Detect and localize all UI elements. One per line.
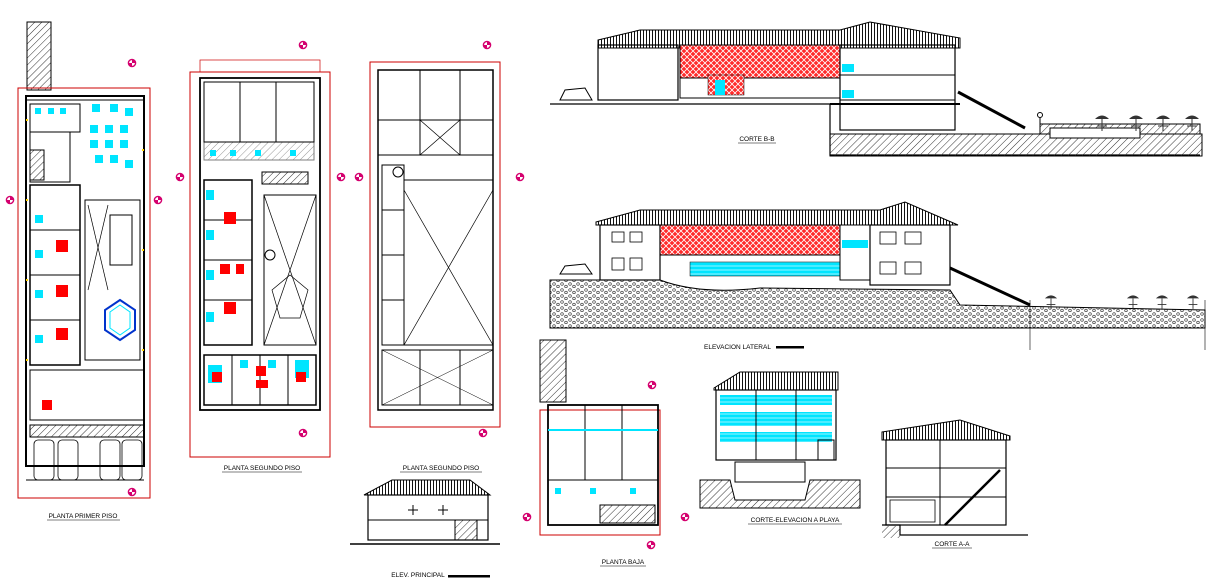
- planta-segundo-piso-1-drawing: [175, 40, 346, 458]
- level-marker-icon: [647, 380, 657, 390]
- label-planta-primer-piso: PLANTA PRIMER PISO: [49, 513, 118, 520]
- level-marker-icon: [522, 512, 532, 522]
- level-marker-icon: [298, 428, 308, 438]
- level-marker-icon: [127, 58, 137, 68]
- label-corte-elevacion-playa: CORTE-ELEVACION A PLAYA: [751, 517, 840, 524]
- planta-primer-piso-drawing: [5, 21, 163, 499]
- level-marker-icon: [175, 172, 185, 182]
- label-corte-bb: CORTE B-B: [739, 136, 774, 143]
- level-marker-icon: [478, 428, 488, 438]
- elevacion-lateral-drawing: [549, 201, 1206, 350]
- umbrella-icon: [1126, 294, 1140, 310]
- label-planta-baja: PLANTA BAJA: [602, 559, 645, 566]
- label-planta-segundo-piso-2: PLANTA SEGUNDO PISO: [403, 465, 479, 472]
- level-marker-icon: [298, 40, 308, 50]
- level-marker-icon: [5, 195, 15, 205]
- umbrella-icon: [1155, 294, 1169, 310]
- level-marker-icon: [680, 512, 690, 522]
- corte-aa-drawing: [881, 419, 1028, 538]
- level-marker-icon: [336, 172, 346, 182]
- label-corte-aa: CORTE A-A: [935, 541, 971, 548]
- corte-elevacion-playa-drawing: [699, 371, 861, 509]
- car-icon: [559, 87, 593, 101]
- label-elev-principal: ELEV. PRINCIPAL: [391, 572, 445, 579]
- label-planta-segundo-piso-1: PLANTA SEGUNDO PISO: [224, 465, 300, 472]
- level-marker-icon: [127, 487, 137, 497]
- level-marker-icon: [515, 172, 525, 182]
- umbrella-icon: [1186, 294, 1200, 310]
- level-marker-icon: [646, 540, 656, 550]
- drawing-titles: PLANTA PRIMER PISO PLANTA SEGUNDO PISO P…: [47, 136, 972, 579]
- planta-baja-drawing: [522, 339, 690, 550]
- level-marker-icon: [354, 172, 364, 182]
- level-marker-icon: [482, 40, 492, 50]
- label-elevacion-lateral: ELEVACION LATERAL: [704, 344, 771, 351]
- level-marker-icon: [153, 195, 163, 205]
- planta-segundo-piso-2-drawing: [354, 40, 525, 438]
- elev-principal-drawing: [350, 479, 500, 545]
- corte-bb-drawing: [550, 21, 1203, 157]
- person-icon: [1037, 112, 1043, 128]
- car-icon: [559, 263, 593, 275]
